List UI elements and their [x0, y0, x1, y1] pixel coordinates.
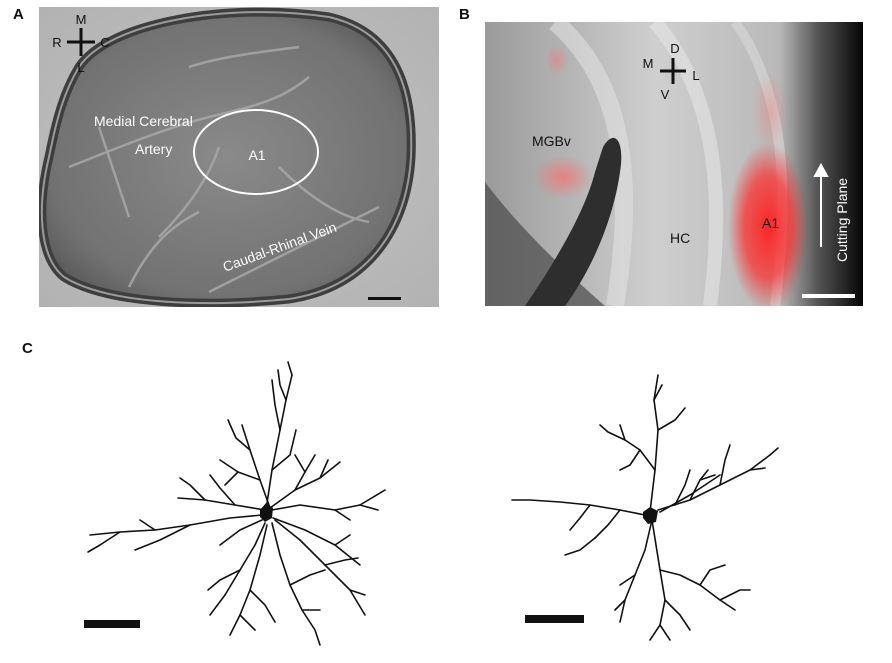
cutting-plane-arrow: [813, 162, 829, 247]
compass-a-top: M: [76, 12, 87, 27]
compass-a-right: C: [100, 35, 109, 50]
label-a1: A1: [248, 147, 265, 163]
panel-b-letter: B: [459, 6, 470, 23]
panel-b-image: D M L V MGBv HC A1 Cutting Plane: [485, 22, 863, 306]
compass-rose-b: [660, 58, 686, 84]
compass-b-right: L: [692, 68, 699, 83]
compass-a-bottom: L: [77, 60, 84, 75]
label-cutting-plane: Cutting Plane: [834, 178, 850, 262]
label-mgbv: MGBv: [532, 133, 571, 149]
mgbv-fluorescence: [533, 155, 593, 199]
dark-fissure: [525, 137, 622, 306]
a1-fluorescence: [728, 142, 808, 306]
compass-b-bottom: V: [661, 87, 670, 102]
panel-a-image: M R C L Medial Cerebral Artery A1 Caudal…: [39, 7, 439, 307]
panel-a-figure: M R C L Medial Cerebral Artery A1 Caudal…: [39, 7, 439, 307]
compass-a-left: R: [52, 35, 61, 50]
neuron-left-dendrites: [87, 361, 386, 646]
label-hc: HC: [670, 230, 690, 246]
neuron-left-soma: [260, 503, 273, 522]
compass-b-left: M: [643, 56, 654, 71]
label-artery: Artery: [135, 141, 172, 157]
scale-bar-c-left: [84, 620, 140, 628]
a1-region-outline: [193, 109, 319, 195]
neuron-right-soma: [643, 507, 658, 524]
panel-c-neurons: [84, 361, 779, 646]
label-b-a1: A1: [762, 215, 779, 231]
panel-c-letter: C: [22, 340, 33, 357]
scale-bar-b: [802, 294, 855, 298]
panel-a-letter: A: [13, 6, 24, 23]
scale-bar-a: [368, 297, 401, 300]
panel-b-figure: D M L V MGBv HC A1 Cutting Plane: [485, 22, 863, 306]
blood-vessels: [68, 45, 380, 294]
compass-b-top: D: [670, 41, 679, 56]
label-medial-cerebral: Medial Cerebral: [94, 113, 193, 129]
compass-rose-a: [67, 28, 95, 56]
neuron-right-dendrites: [511, 374, 779, 641]
scale-bar-c-right: [525, 615, 584, 623]
